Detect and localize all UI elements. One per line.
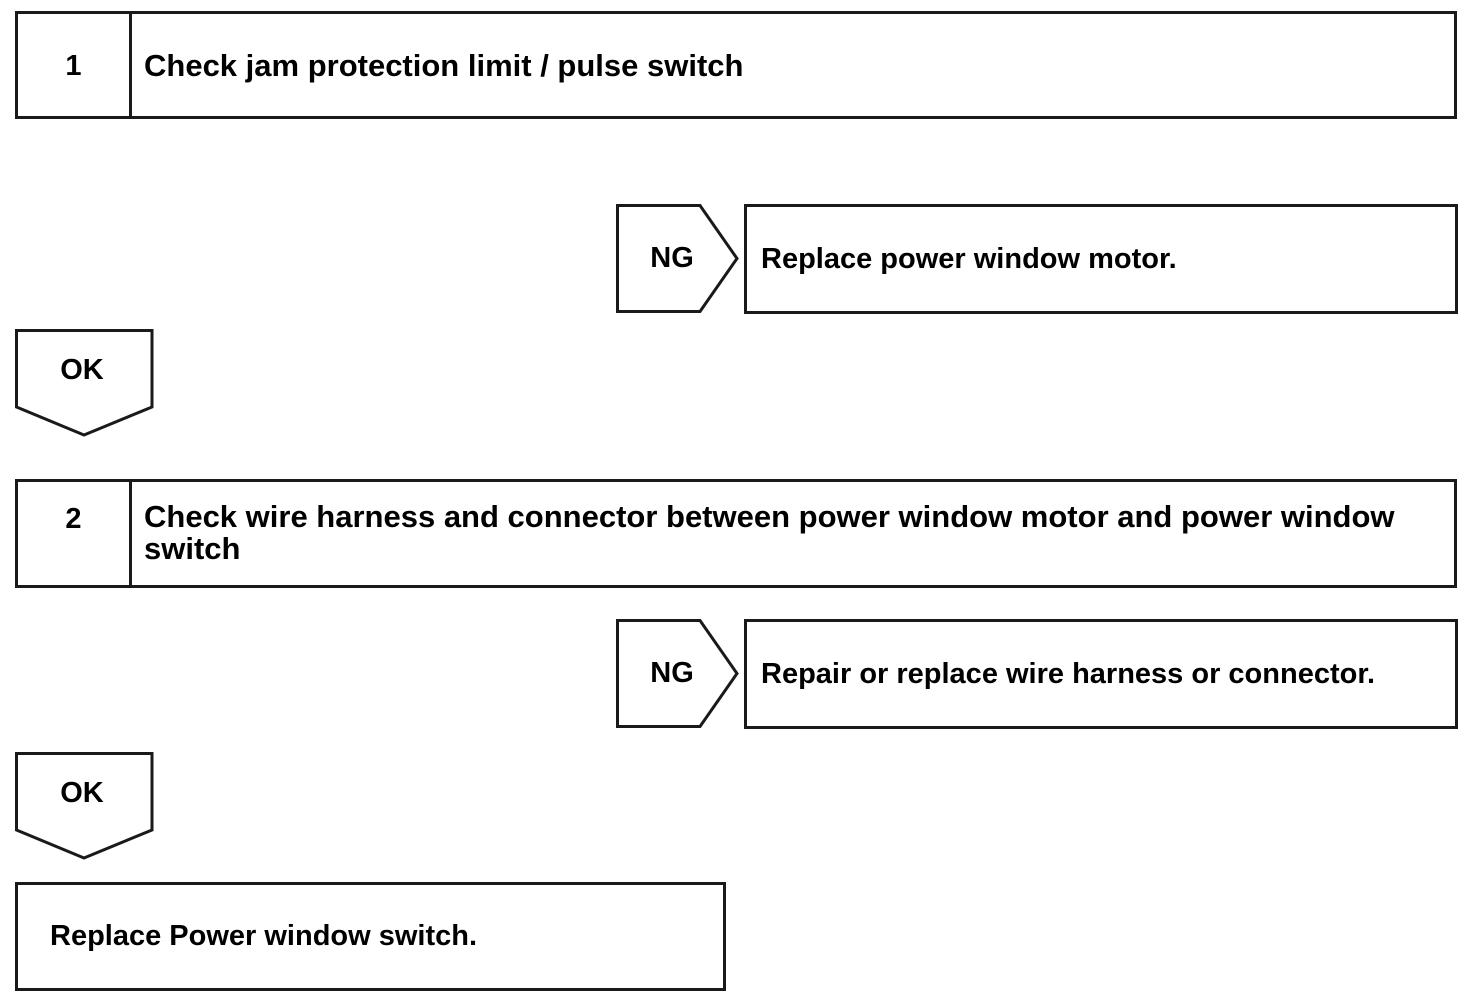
step-2-box: 2 Check wire harness and connector betwe… bbox=[15, 479, 1457, 588]
step-2-number: 2 bbox=[18, 482, 132, 585]
step-1-text: Check jam protection limit / pulse switc… bbox=[144, 48, 744, 83]
ng-result-1-text: Replace power window motor. bbox=[761, 242, 1177, 275]
final-action-box: Replace Power window switch. bbox=[15, 882, 726, 991]
ng-label-2: NG bbox=[650, 657, 694, 689]
ng-result-1-box: Replace power window motor. bbox=[744, 204, 1458, 314]
final-action-text: Replace Power window switch. bbox=[50, 920, 478, 952]
step-1-number: 1 bbox=[18, 14, 132, 116]
step-2-text: Check wire harness and connector between… bbox=[144, 499, 1395, 566]
ng-result-2-text: Repair or replace wire harness or connec… bbox=[761, 657, 1376, 690]
ng-result-2-box: Repair or replace wire harness or connec… bbox=[744, 619, 1458, 729]
ok-label-2: OK bbox=[60, 777, 104, 809]
ok-arrow-1 bbox=[15, 329, 154, 437]
ng-arrow-2 bbox=[616, 619, 739, 728]
ok-arrow-2 bbox=[15, 752, 154, 860]
step-1-box: 1 Check jam protection limit / pulse swi… bbox=[15, 11, 1457, 119]
ng-label-1: NG bbox=[650, 242, 694, 274]
ng-arrow-1 bbox=[616, 204, 739, 313]
ok-label-1: OK bbox=[60, 354, 104, 386]
